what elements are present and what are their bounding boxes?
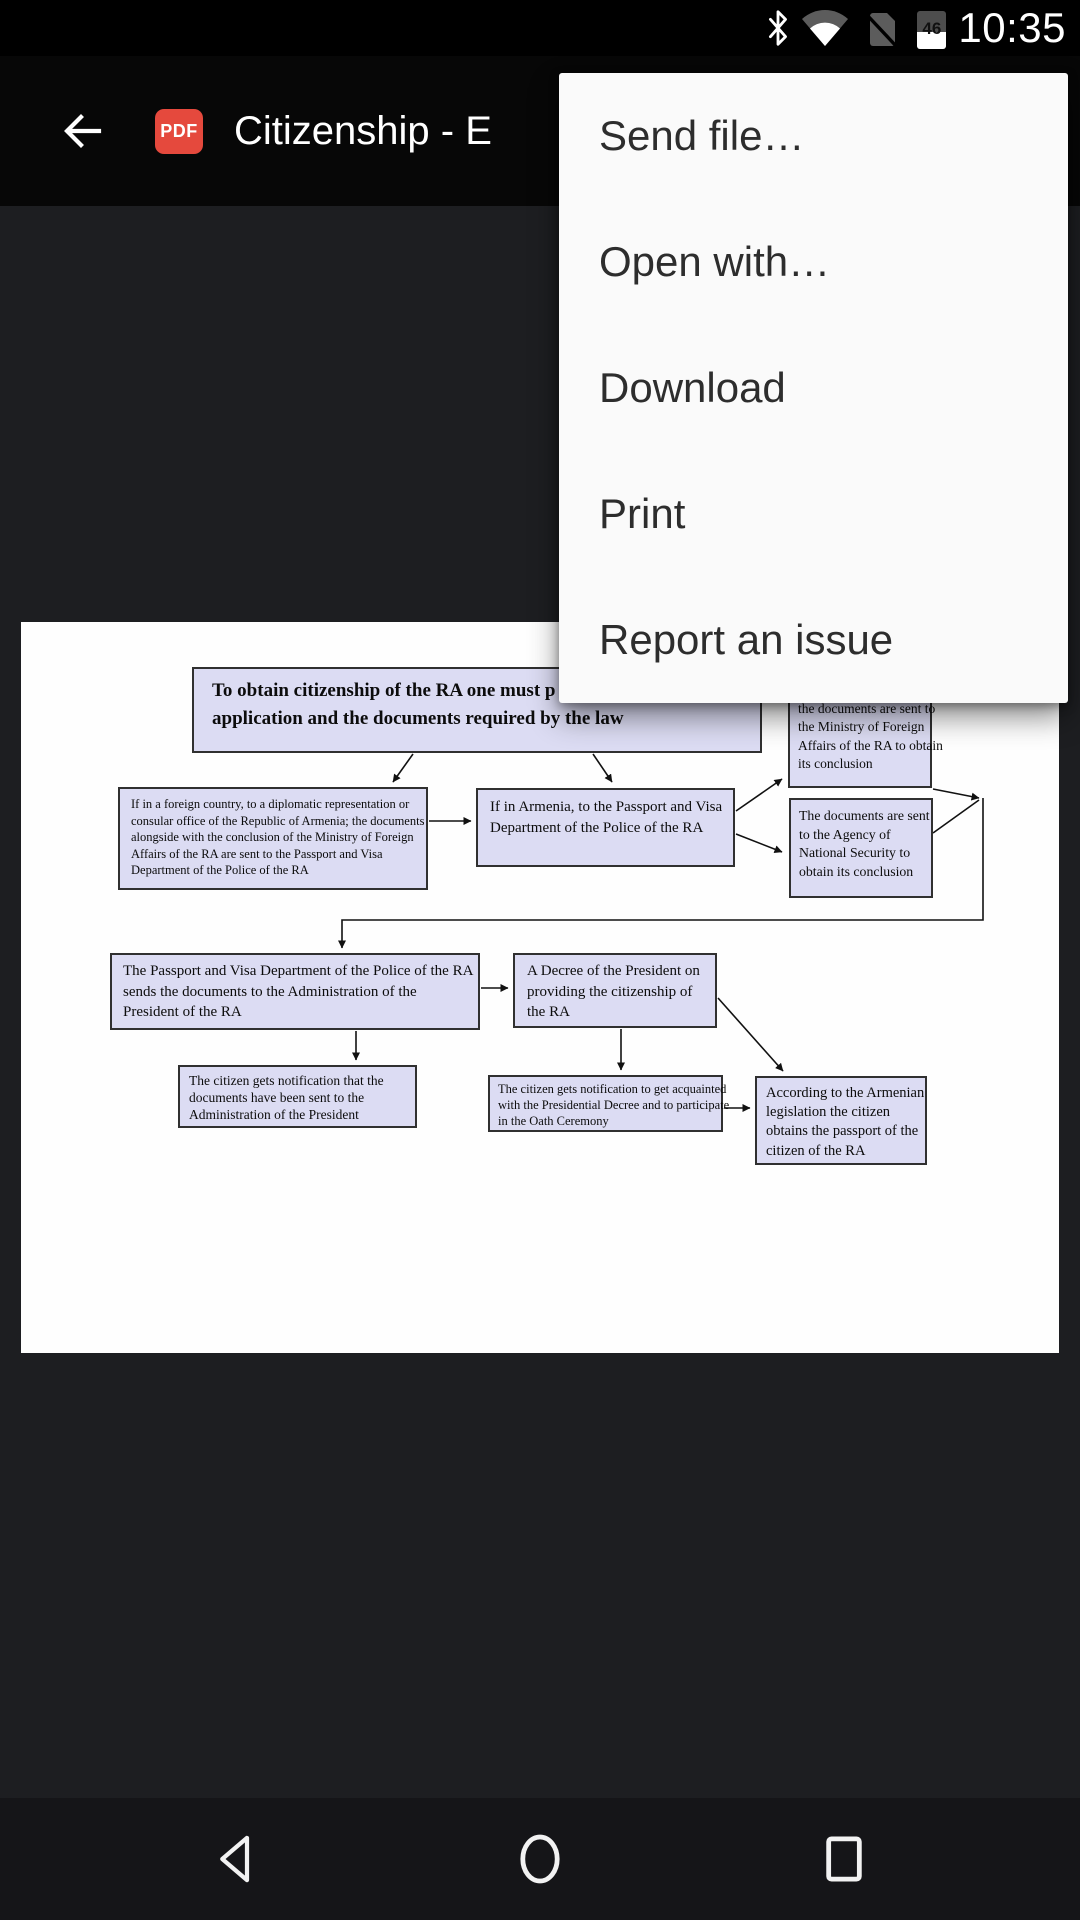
- nav-home-button[interactable]: [513, 1830, 567, 1888]
- overflow-menu: Send file… Open with… Download Print Rep…: [559, 73, 1068, 703]
- flow-box-national-security: The documents are sent to the Agency of …: [789, 798, 933, 898]
- flowchart-connectors: [338, 753, 984, 1112]
- menu-item-print[interactable]: Print: [599, 490, 686, 537]
- battery-percent: 46: [922, 19, 942, 38]
- navigation-bar: [0, 1798, 1080, 1920]
- menu-item-report-issue[interactable]: Report an issue: [599, 616, 894, 663]
- wifi-icon: [802, 10, 849, 46]
- no-sim-icon: [866, 13, 899, 49]
- nav-recents-button[interactable]: [817, 1830, 871, 1888]
- menu-item-send-file[interactable]: Send file…: [599, 112, 805, 159]
- document-title: Citizenship - E: [234, 108, 492, 153]
- flow-box-in-armenia: If in Armenia, to the Passport and Visa …: [476, 788, 735, 867]
- menu-item-open-with[interactable]: Open with…: [599, 238, 831, 285]
- flow-box-presidential-decree: A Decree of the President on providing t…: [513, 953, 717, 1028]
- pdf-badge-label: PDF: [160, 120, 198, 141]
- flow-box-obtain-passport: According to the Armenian legislation th…: [755, 1076, 927, 1165]
- status-bar: 46 10:35: [0, 0, 1080, 56]
- back-arrow-icon[interactable]: [59, 107, 107, 155]
- flow-box-foreign-country: If in a foreign country, to a diplomatic…: [118, 787, 428, 890]
- flow-box-send-to-administration: The Passport and Visa Department of the …: [110, 953, 480, 1030]
- status-clock: 10:35: [958, 4, 1066, 51]
- pdf-page[interactable]: To obtain citizenship of the RA one must…: [21, 622, 1059, 1353]
- menu-item-download[interactable]: Download: [599, 364, 786, 411]
- battery-icon: 46: [917, 11, 947, 49]
- flow-box-notification-oath: The citizen gets notification to get acq…: [488, 1075, 729, 1132]
- nav-back-button[interactable]: [209, 1830, 263, 1888]
- flow-box-notification-sent: The citizen gets notification that the d…: [178, 1065, 417, 1128]
- pdf-file-icon: PDF: [155, 108, 203, 154]
- bluetooth-icon: [769, 10, 788, 46]
